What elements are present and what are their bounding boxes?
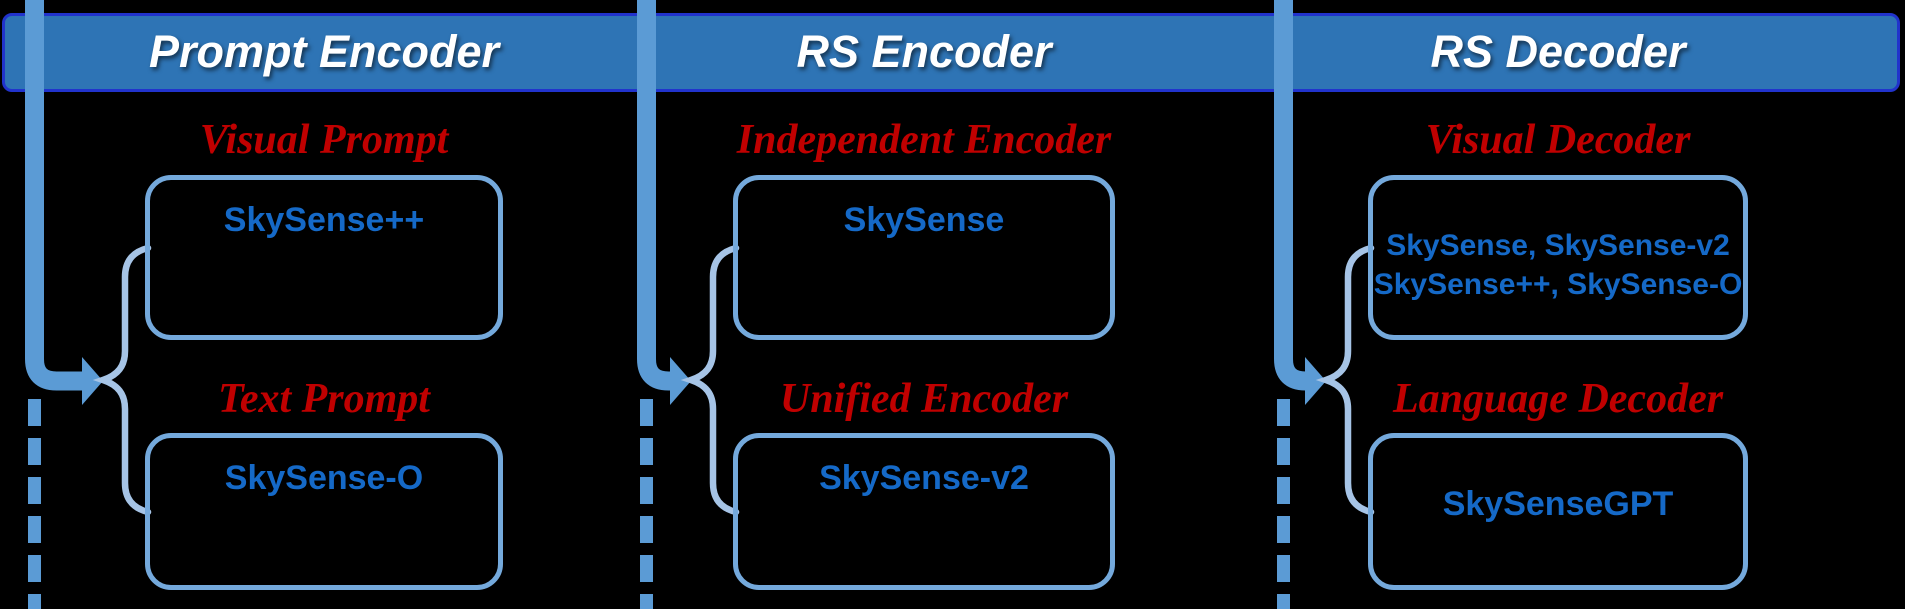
header-band [2,13,1900,92]
model-box-visual-decoder: SkySense, SkySense-v2 SkySense++, SkySen… [1368,175,1748,340]
flow-arrowhead-icon [82,357,103,405]
section-label-independent-encoder: Independent Encoder [736,117,1112,163]
flow-bar [637,0,656,332]
brace-icon [1315,244,1375,516]
model-name: SkySense++, SkySense-O [1373,268,1743,301]
brace-icon [92,244,152,516]
brace-icon [680,244,740,516]
column-title-prompt-encoder: Prompt Encoder [148,26,500,77]
flow-arrow-shaft [1274,325,1307,391]
flow-arrow-shaft [25,325,82,391]
column-title-rs-decoder: RS Decoder [1430,26,1686,77]
model-name: SkySense, SkySense-v2 [1386,229,1730,262]
flow-arrowhead-icon [1305,357,1326,405]
model-name: SkySense-v2 [819,459,1029,497]
model-box-text-prompt: SkySense-O [145,433,503,590]
model-name: SkySenseGPT [1442,485,1674,523]
model-name: SkySense [843,201,1005,239]
section-label-language-decoder: Language Decoder [1392,376,1724,422]
flow-arrowhead-icon [670,357,691,405]
model-box-visual-prompt: SkySense++ [145,175,503,340]
model-box-independent-encoder: SkySense [733,175,1115,340]
flow-bar [25,0,44,332]
model-box-language-decoder: SkySenseGPT [1368,433,1748,590]
section-label-unified-encoder: Unified Encoder [779,376,1069,422]
model-name: SkySense-O [224,459,424,497]
section-label-visual-prompt: Visual Prompt [199,117,449,163]
section-label-visual-decoder: Visual Decoder [1425,117,1691,163]
model-box-unified-encoder: SkySense-v2 [733,433,1115,590]
column-title-rs-encoder: RS Encoder [796,26,1052,77]
flow-bar [1274,0,1293,332]
flow-arrow-shaft [637,325,670,391]
model-name: SkySense++ [223,201,425,239]
section-label-text-prompt: Text Prompt [218,376,430,422]
